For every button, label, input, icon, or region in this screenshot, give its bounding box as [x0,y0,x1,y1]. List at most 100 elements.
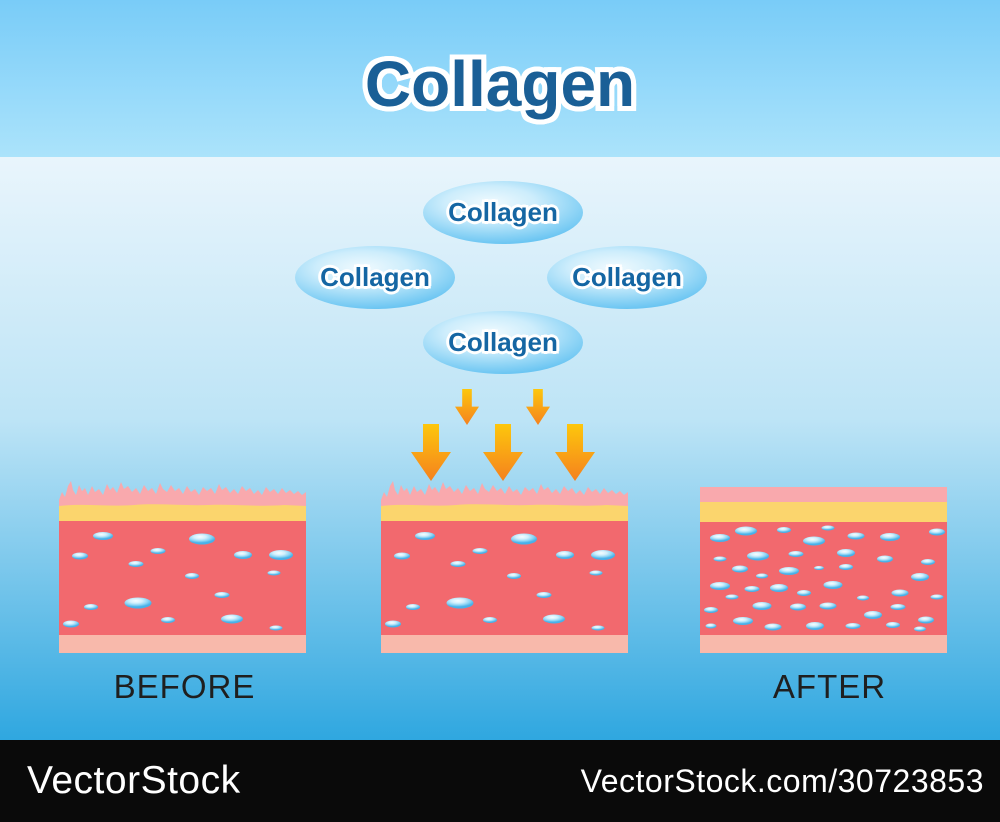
dermis-layer [381,521,628,635]
collagen-droplet [731,565,748,573]
collagen-droplet [71,552,88,560]
collagen-droplet [542,614,565,624]
background-top-band [0,0,1000,157]
collagen-droplet [472,547,488,554]
collagen-droplet [747,551,770,561]
collagen-droplet [734,526,757,536]
hypodermis-layer [381,635,628,653]
down-arrow-icon [455,389,479,425]
collagen-droplet [821,525,835,531]
corneum-layer [700,502,947,522]
collagen-droplet [890,603,906,610]
bubble-label-outline: Collagen [318,260,433,295]
collagen-droplet [752,601,772,610]
collagen-droplet [385,620,402,628]
skin-panel-treated [381,476,628,653]
collagen-droplet [92,531,113,540]
collagen-droplet [189,533,216,545]
collagen-droplet [704,607,719,614]
collagen-droplet [591,625,605,631]
collagen-droplet [921,558,936,565]
collagen-droplet [755,573,768,579]
collagen-droplet [267,570,281,576]
collagen-droplet [406,603,421,610]
collagen-droplet [709,533,730,542]
bubble-label-outline: Collagen [570,260,685,295]
collagen-droplet [913,626,926,632]
collagen-droplet [185,572,200,579]
bubble-label: Collagen [320,262,430,292]
collagen-droplet [845,622,861,629]
epidermis-smooth-layer [700,487,947,502]
collagen-droplet [836,548,855,557]
collagen-droplet [880,532,901,541]
collagen-droplet [150,547,166,554]
after-label: AFTER [772,668,887,705]
hypodermis-layer [59,635,306,653]
collagen-droplet [446,597,474,609]
watermark-bar: VectorStock VectorStock.com/30723853 [0,740,1000,822]
collagen-droplet [823,581,843,590]
dermis-layer [700,522,947,635]
collagen-droplet [84,603,99,610]
collagen-droplet [918,616,934,624]
collagen-droplet [885,621,900,628]
collagen-droplet [847,532,865,540]
collagen-droplet [805,621,824,630]
collagen-droplet [764,623,782,631]
collagen-droplet [709,582,730,591]
collagen-droplet [214,592,230,599]
collagen-droplet [269,550,294,561]
collagen-droplet [930,594,944,600]
collagen-droplet [536,592,552,599]
collagen-droplet [160,617,175,624]
skin-panel-after [700,487,947,653]
down-arrow-icon [526,389,550,425]
page-title-outline: Collagen [360,47,640,121]
collagen-droplet [863,610,882,619]
collagen-droplet [789,603,806,611]
collagen-droplet [705,623,717,629]
bubble-label: Collagen [448,327,558,357]
collagen-droplet [891,589,909,597]
dermis-layer [59,521,306,635]
collagen-droplet [511,533,538,545]
page-title: Collagen Collagen [0,47,1000,121]
collagen-droplet [819,602,837,610]
bubble-label-outline: Collagen [446,195,561,230]
collagen-droplet [725,594,739,600]
collagen-droplet [857,595,870,601]
collagen-droplet [713,556,727,562]
collagen-droplet [234,551,252,560]
collagen-droplet [269,625,283,631]
collagen-droplet [802,536,825,546]
vectorstock-credit-text: VectorStock.com/30723853 [580,762,984,799]
collagen-droplet [813,566,824,571]
down-arrow-icon [483,424,523,481]
down-arrow-icon [411,424,451,481]
collagen-droplet [796,590,811,597]
skin-panel-before [59,476,306,653]
collagen-droplet [220,614,243,624]
collagen-droplet [450,561,466,568]
collagen-droplet [507,572,522,579]
page-title-text: Collagen [364,48,636,120]
collagen-droplet [877,555,894,563]
collagen-droplet [744,585,760,592]
collagen-droplet [910,573,929,582]
down-arrow-icon [555,424,595,481]
collagen-droplet [414,531,435,540]
bubble-label: Collagen [572,262,682,292]
collagen-droplet [128,561,144,568]
collagen-droplet [124,597,152,609]
epidermis-wrinkled-layer [59,481,306,521]
collagen-droplet [482,617,497,624]
bubble-label: Collagen [448,197,558,227]
collagen-droplet [929,528,946,536]
collagen-droplet [838,564,853,571]
